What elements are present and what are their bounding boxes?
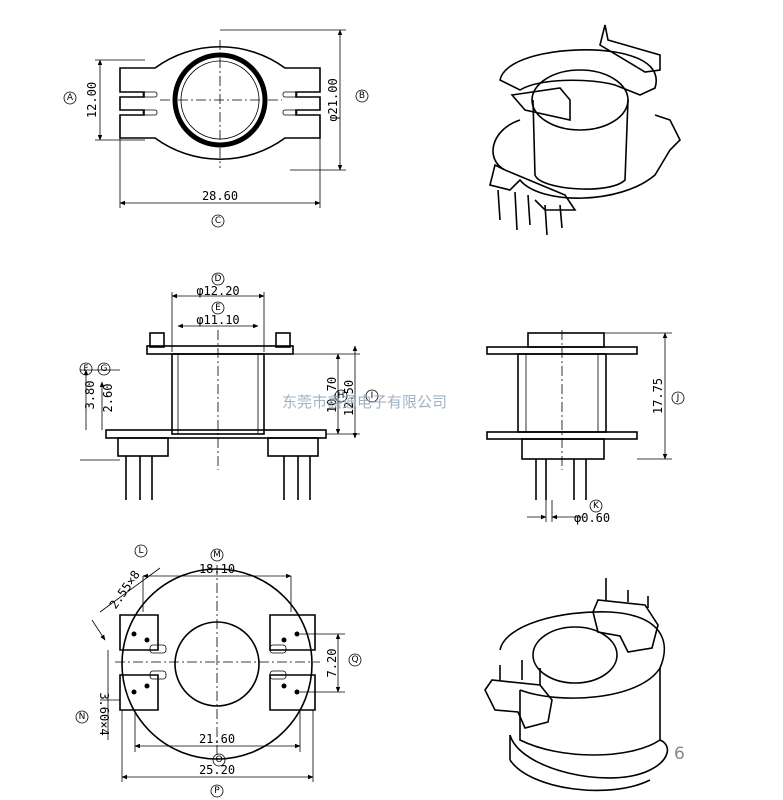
dim-p-value: 25.20 (199, 763, 235, 777)
dim-f-label: F (83, 364, 88, 374)
dim-o-value: 21.60 (199, 732, 235, 746)
dim-d-value: φ12.20 (196, 284, 239, 298)
front-view: φ12.20 D φ11.10 E 3.80 2.60 F G 10.70 12… (79, 272, 379, 500)
dim-c-value: 28.60 (202, 189, 238, 203)
dim-i-label: I (371, 391, 374, 401)
isometric-view-bottom (484, 578, 669, 792)
dim-d-label: D (215, 274, 222, 284)
top-view: 12.00 A φ21.00 B 28.60 C (63, 29, 369, 228)
isometric-view-top (489, 24, 681, 236)
dim-g-label: G (101, 364, 108, 374)
dim-n-value: 3.60×4 (97, 692, 111, 735)
dim-b-label: B (359, 91, 365, 101)
dim-a-label: A (67, 93, 74, 103)
side-view: 17.75 J φ0.60 K (486, 330, 685, 525)
dim-p-label: P (214, 786, 220, 796)
dim-j-value: 17.75 (651, 378, 665, 414)
dim-h-value: 10.70 (325, 377, 339, 413)
dim-b-value: φ21.00 (326, 78, 340, 121)
dim-j-label: J (676, 393, 680, 403)
dim-a-value: 12.00 (85, 82, 99, 118)
dim-q-label: Q (351, 655, 358, 665)
dim-c-label: C (215, 216, 221, 226)
dim-q-value: 7.20 (325, 649, 339, 678)
dim-e-value: φ11.10 (196, 313, 239, 327)
dim-k-label: K (593, 501, 600, 511)
watermark: 东莞市鑫通电子有限公司 (282, 393, 447, 411)
dim-l-label: L (138, 546, 143, 556)
dim-l-label-m: M (213, 550, 221, 560)
dim-n-label: N (79, 712, 86, 722)
dim-o-label: O (215, 755, 222, 765)
dim-k-value: φ0.60 (574, 511, 610, 525)
dim-h-label: H (338, 391, 345, 401)
dim-e-label: E (215, 303, 221, 313)
dim-g-value: 2.60 (101, 384, 115, 413)
dim-i-value: 12.50 (342, 380, 356, 416)
bottom-view: 2.55×8 L 18.10 M 3.60×4 N 7.20 Q 21.60 O (75, 544, 362, 798)
dim-l-value: 2.55×8 (107, 568, 143, 612)
page-number: 6 (674, 744, 685, 764)
dim-m-value: 18.10 (199, 562, 235, 576)
dim-f-value: 3.80 (83, 381, 97, 410)
